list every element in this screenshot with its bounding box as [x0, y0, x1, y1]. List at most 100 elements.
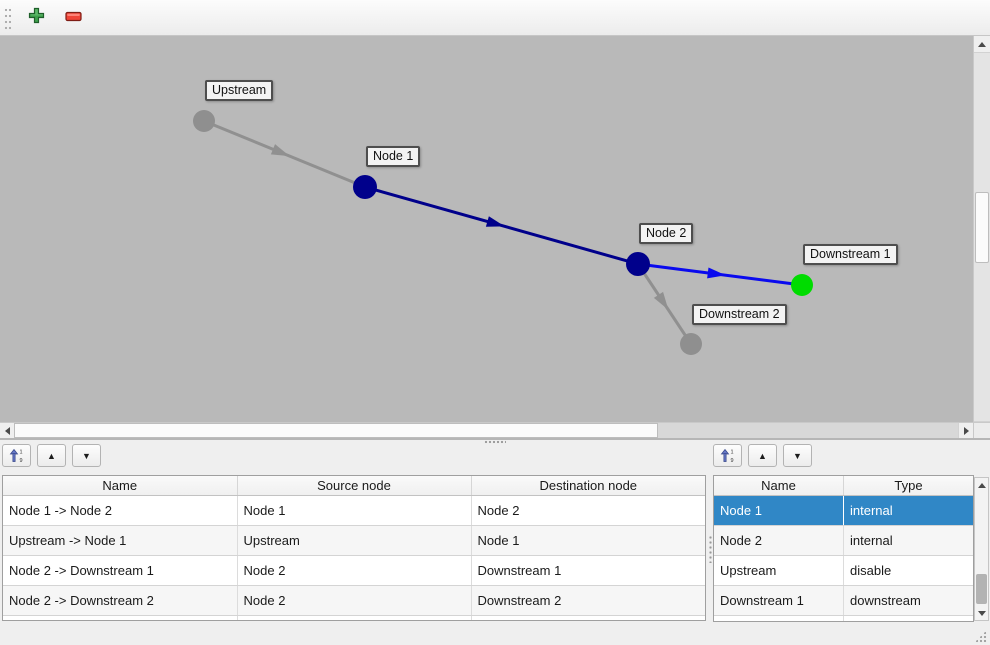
table-cell[interactable]: Node 2 [471, 495, 705, 526]
graph-node[interactable] [626, 252, 650, 276]
scroll-left-button[interactable] [0, 423, 15, 438]
empty-row[interactable] [3, 615, 705, 620]
sort-edges-button[interactable]: 1 9 [2, 444, 31, 467]
node-panel-toolbar: 1 9 ▲ ▼ [713, 444, 812, 467]
edge-arrow-icon [707, 267, 726, 279]
horizontal-splitter[interactable] [0, 438, 990, 444]
table-cell[interactable]: Upstream -> Node 1 [3, 525, 238, 556]
table-cell[interactable]: Node 2 [237, 555, 472, 586]
edge-arrow-icon [485, 216, 505, 227]
canvas-horizontal-scrollbar[interactable] [0, 422, 973, 438]
table-cell[interactable]: Downstream 1 [714, 585, 844, 616]
column-header[interactable]: Destination node [471, 476, 705, 496]
scrollbar-corner [973, 422, 990, 438]
column-header[interactable]: Name [3, 476, 238, 496]
splitter-handle-icon [484, 440, 506, 444]
triangle-up-icon: ▲ [758, 450, 767, 461]
triangle-down-icon: ▼ [82, 450, 91, 461]
table-cell[interactable]: Upstream [237, 525, 472, 556]
graph-node[interactable] [791, 274, 813, 296]
table-cell[interactable]: Downstream 1 [471, 555, 705, 586]
table-cell[interactable]: Node 2 -> Downstream 1 [3, 555, 238, 586]
remove-node-button[interactable] [61, 6, 85, 30]
empty-row[interactable] [714, 615, 973, 621]
edge-arrow-icon [270, 144, 290, 157]
scroll-up-button[interactable] [974, 36, 990, 53]
arrow-right-icon [963, 426, 969, 435]
vertical-splitter[interactable] [707, 477, 712, 621]
table-cell[interactable]: Node 1 -> Node 2 [3, 495, 238, 526]
table-cell[interactable]: Downstream 2 [471, 585, 705, 616]
scroll-up-button[interactable] [975, 478, 988, 492]
svg-text:1: 1 [20, 450, 23, 456]
graph-node[interactable] [680, 333, 702, 355]
node-label[interactable]: Node 2 [639, 223, 694, 244]
table-cell[interactable]: Node 2 -> Downstream 2 [3, 585, 238, 616]
node-label[interactable]: Upstream [205, 80, 274, 101]
vertical-scrollbar-thumb[interactable] [975, 192, 989, 263]
graph-svg [193, 110, 813, 355]
move-edge-down-button[interactable]: ▼ [72, 444, 101, 467]
add-node-button[interactable] [24, 6, 48, 30]
table-cell[interactable]: disable [843, 555, 973, 586]
node-label[interactable]: Node 1 [366, 146, 421, 167]
table-cell[interactable]: Node 2 [714, 525, 844, 556]
triangle-down-icon: ▼ [793, 450, 802, 461]
table-cell[interactable]: internal [843, 525, 973, 556]
canvas-vertical-scrollbar[interactable] [973, 36, 990, 438]
table-cell[interactable]: Node 1 [471, 525, 705, 556]
table-cell[interactable]: downstream [843, 585, 973, 616]
scrollbar-thumb[interactable] [976, 574, 987, 604]
table-cell[interactable] [843, 615, 973, 621]
arrow-up-icon [978, 41, 986, 47]
graph-node[interactable] [353, 175, 377, 199]
sort-ascending-icon: 1 9 [720, 448, 734, 463]
table-cell[interactable]: Node 1 [237, 495, 472, 526]
triangle-up-icon: ▲ [47, 450, 56, 461]
svg-text:9: 9 [20, 458, 23, 463]
arrow-up-icon [977, 482, 986, 488]
table-cell[interactable] [237, 615, 472, 620]
move-edge-up-button[interactable]: ▲ [37, 444, 66, 467]
table-cell[interactable]: Node 2 [237, 585, 472, 616]
column-header[interactable]: Type [843, 476, 973, 496]
toolbar-drag-handle-icon[interactable] [3, 4, 11, 31]
arrow-down-icon [977, 610, 986, 616]
plus-icon [28, 7, 45, 29]
scroll-right-button[interactable] [958, 423, 973, 438]
column-header[interactable]: Name [714, 476, 844, 496]
minus-icon [64, 9, 82, 27]
table-cell[interactable] [714, 615, 844, 621]
table-cell[interactable] [3, 615, 238, 620]
column-header[interactable]: Source node [237, 476, 472, 496]
node-label[interactable]: Downstream 2 [692, 304, 787, 325]
move-node-down-button[interactable]: ▼ [783, 444, 812, 467]
sort-ascending-icon: 1 9 [9, 448, 23, 463]
graph-node[interactable] [193, 110, 215, 132]
table-cell[interactable]: internal [843, 495, 973, 526]
move-node-up-button[interactable]: ▲ [748, 444, 777, 467]
sort-nodes-button[interactable]: 1 9 [713, 444, 742, 467]
node-table-scrollbar[interactable] [974, 477, 989, 621]
main-toolbar [0, 0, 990, 36]
table-cell[interactable]: Upstream [714, 555, 844, 586]
node-label[interactable]: Downstream 1 [803, 244, 898, 265]
resize-grip-icon[interactable] [974, 630, 987, 643]
table-cell[interactable]: Node 1 [714, 495, 844, 526]
table-cell[interactable] [471, 615, 705, 620]
svg-text:1: 1 [731, 450, 734, 456]
scroll-down-button[interactable] [975, 606, 988, 620]
horizontal-scrollbar-thumb[interactable] [14, 423, 658, 438]
